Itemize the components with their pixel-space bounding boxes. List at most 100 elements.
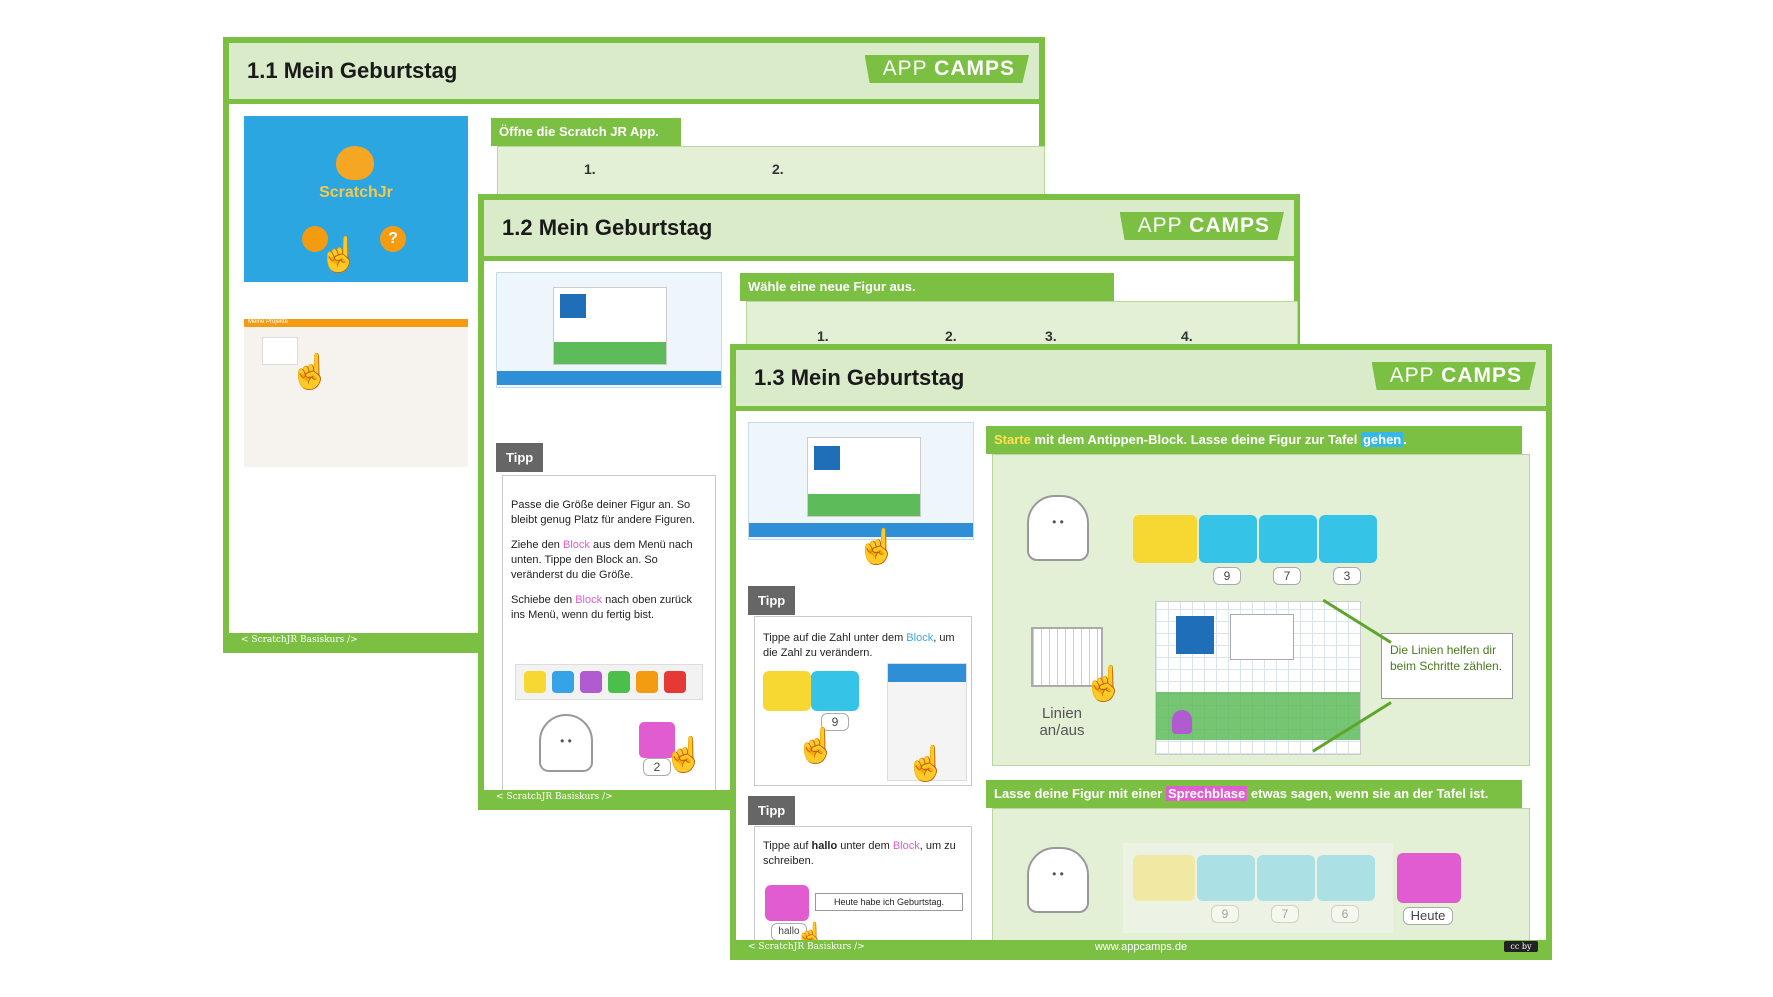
instruction-bar: Starte mit dem Antippen-Block. Lasse dei… [986, 426, 1522, 454]
grow-block [639, 722, 675, 758]
say-block [1397, 853, 1461, 903]
pointer-hand-icon: ☝ [289, 353, 332, 391]
step-number: 4. [1181, 328, 1193, 344]
pointer-hand-icon: ☝ [318, 236, 361, 274]
tipp-label: Tipp [748, 796, 796, 825]
home-button-icon [302, 226, 328, 252]
worksheet-card-1-3: 1.3 Mein Geburtstag APP CAMPS ☝ Tipp Tip… [730, 344, 1552, 960]
move-right-block [1199, 515, 1257, 563]
block-value[interactable]: 9 [821, 713, 849, 731]
block-palette-strip [749, 523, 973, 537]
app-name: ScratchJr [319, 184, 393, 201]
grid-toggle-icon[interactable] [1031, 627, 1103, 687]
tipp-paragraph: Tippe auf die Zahl unter dem Block, um d… [763, 632, 955, 659]
projects-bar: Meine Projekte [244, 319, 468, 327]
stage-preview [807, 437, 921, 517]
new-project-slot [262, 337, 298, 365]
card-header: 1.3 Mein Geburtstag APP CAMPS [736, 350, 1546, 411]
card-header: 1.2 Mein Geburtstag APP CAMPS [484, 200, 1294, 261]
tap-block [1133, 855, 1195, 901]
character-figure [1027, 847, 1089, 913]
pointer-hand-icon: ☝ [856, 528, 899, 566]
scratchjr-home-screenshot: ScratchJr ? ☝ [244, 116, 468, 282]
tipp-label: Tipp [748, 586, 796, 615]
editor-screenshot [496, 272, 722, 388]
card-header: 1.1 Mein Geburtstag APP CAMPS [229, 43, 1039, 104]
step-number: 1. [584, 161, 596, 177]
grid-toggle-label: Linien an/aus [1039, 705, 1085, 739]
scratchjr-projects-screenshot: Meine Projekte ☝ [244, 301, 468, 467]
appcamps-logo: APP CAMPS [1371, 362, 1536, 390]
block-value[interactable]: 6 [1331, 905, 1359, 923]
instruction-bar: Öffne die Scratch JR App. [491, 118, 681, 146]
instruction-bar: Wähle eine neue Figur aus. [740, 273, 1114, 301]
block-value[interactable]: 7 [1273, 567, 1301, 585]
tipp-box: Tippe auf hallo unter dem Block, um zu s… [754, 826, 972, 949]
number-pad [887, 663, 967, 781]
move-up-block [1259, 515, 1317, 563]
move-left-block [1319, 515, 1377, 563]
block-palette-strip [497, 371, 721, 385]
tipp-box: Passe die Größe deiner Figur an. So blei… [502, 475, 716, 795]
step-number: 2. [772, 161, 784, 177]
website-link[interactable]: www.appcamps.de [1094, 941, 1188, 953]
stage-with-grid [1155, 601, 1361, 755]
step-number: 2. [945, 328, 957, 344]
classroom-board [1176, 616, 1214, 654]
card-title: 1.2 Mein Geburtstag [502, 215, 713, 240]
move-right-block [811, 671, 859, 711]
faded-script: 9 7 6 [1123, 843, 1393, 933]
pointer-hand-icon: ☝ [663, 736, 706, 774]
scratch-cat-icon [336, 146, 374, 180]
instruction-panel: 9 7 6 Heute [992, 808, 1530, 948]
character-figure [1027, 495, 1089, 561]
block-value[interactable]: 3 [1333, 567, 1361, 585]
classroom-board [814, 446, 840, 470]
looks-blocks-strip [515, 664, 703, 700]
help-button-icon: ? [380, 226, 406, 252]
say-block [765, 885, 809, 921]
pointer-hand-icon: ☝ [1083, 665, 1126, 703]
instruction-panel: 1. 2. 3. 4. [746, 301, 1298, 351]
speech-text-input[interactable]: Heute habe ich Geburtstag. [815, 893, 963, 911]
tap-block [763, 671, 811, 711]
stage-preview [553, 287, 667, 365]
move-up-block [1257, 855, 1315, 901]
character-sprite [1172, 710, 1192, 734]
card-title: 1.3 Mein Geburtstag [754, 365, 965, 390]
card-title: 1.1 Mein Geburtstag [247, 58, 458, 83]
tipp-paragraph: Passe die Größe deiner Figur an. So blei… [511, 499, 696, 526]
character-figure [539, 714, 593, 772]
card-footer: < ScratchJR Basiskurs /> www.appcamps.de… [736, 940, 1546, 954]
classroom-floor [808, 494, 920, 516]
tipp-box: Tippe auf die Zahl unter dem Block, um d… [754, 616, 972, 786]
number-pad-header [888, 664, 966, 682]
block-value[interactable]: 2 [643, 758, 671, 776]
block-value[interactable]: 9 [1213, 567, 1241, 585]
classroom-floor [554, 342, 666, 364]
grid-note: Die Linien helfen dir beim Schritte zähl… [1381, 633, 1513, 699]
projects-toolbar [244, 301, 468, 319]
block-value[interactable]: 9 [1211, 905, 1239, 923]
block-value[interactable]: 7 [1271, 905, 1299, 923]
pointer-hand-icon: ☝ [795, 727, 838, 765]
license-badge: cc by [1504, 941, 1538, 952]
classroom-whiteboard [1230, 614, 1294, 660]
block-value[interactable]: Heute [1403, 907, 1453, 925]
step-number: 3. [1045, 328, 1057, 344]
move-left-block [1317, 855, 1375, 901]
tap-block [1133, 515, 1197, 563]
editor-screenshot [748, 422, 974, 540]
move-right-block [1197, 855, 1255, 901]
pointer-hand-icon: ☝ [905, 745, 948, 783]
appcamps-logo: APP CAMPS [864, 55, 1029, 83]
instruction-bar: Lasse deine Figur mit einer Sprechblase … [986, 780, 1522, 808]
appcamps-logo: APP CAMPS [1119, 212, 1284, 240]
step-number: 1. [817, 328, 829, 344]
classroom-board [560, 294, 586, 318]
instruction-panel: 9 7 3 ☝ Linien an/aus Die Linien helfen … [992, 454, 1530, 766]
tipp-label: Tipp [496, 443, 544, 472]
tipp-paragraph: Tippe auf hallo unter dem Block, um zu s… [763, 840, 956, 867]
tipp-paragraph: Schiebe den Block nach oben zurück ins M… [511, 594, 693, 621]
tipp-paragraph: Ziehe den Block aus dem Menü nach unten.… [511, 539, 693, 581]
